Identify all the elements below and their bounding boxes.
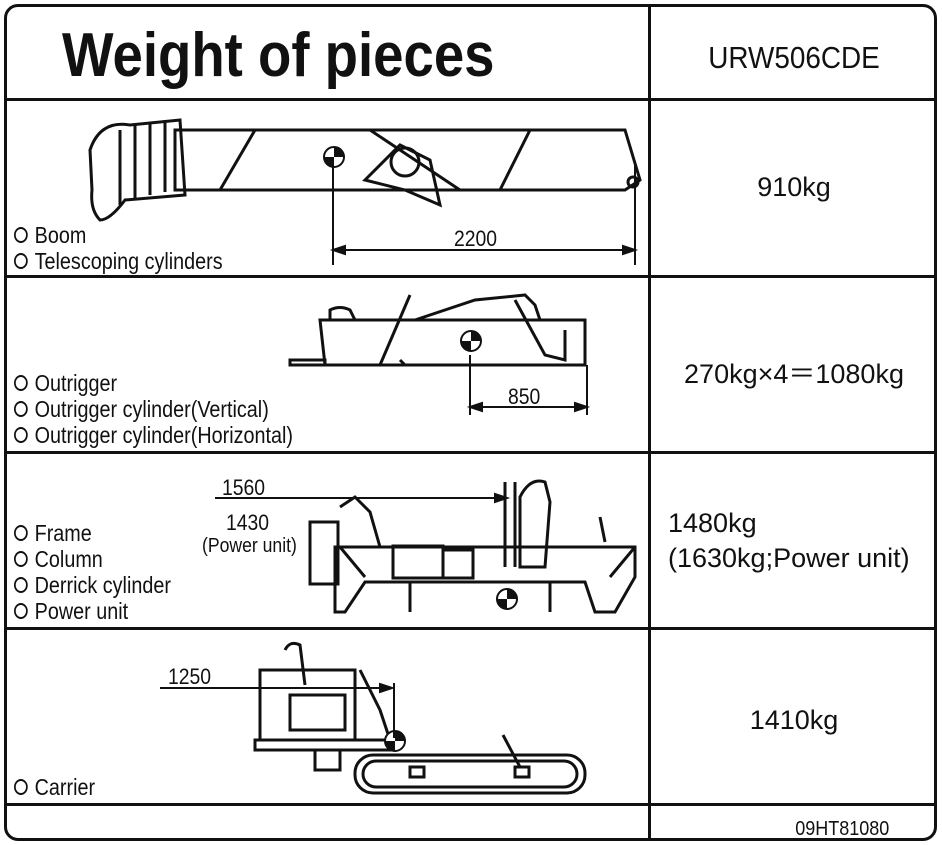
boom-weight: 910kg [757, 172, 831, 202]
list-item: Column [14, 546, 171, 572]
boom-diagram [88, 118, 642, 222]
list-item: Carrier [14, 774, 95, 800]
circle-bullet-icon [14, 779, 28, 795]
circle-bullet-icon [14, 577, 28, 593]
outrigger-dimension: 850 [508, 384, 541, 409]
circle-bullet-icon [14, 525, 28, 541]
center-of-gravity-icon [496, 588, 518, 610]
carrier-dimension-line [160, 682, 396, 738]
row-divider [4, 803, 937, 806]
frame-dimension-lines [215, 492, 511, 504]
list-item: Outrigger cylinder(Vertical) [14, 396, 293, 422]
frame-diagram [308, 479, 637, 614]
boom-parts-list: Boom Telescoping cylinders [14, 222, 223, 274]
row-divider [4, 627, 937, 630]
model-number: URW506CDE [708, 40, 880, 75]
list-item: Boom [14, 222, 223, 248]
chart-title: Weight of pieces [62, 21, 495, 90]
carrier-weight: 1410kg [749, 705, 839, 735]
list-item: Outrigger cylinder(Horizontal) [14, 422, 293, 448]
list-item: Power unit [14, 598, 171, 624]
circle-bullet-icon [14, 253, 28, 269]
boom-dimension-line [329, 165, 639, 265]
carrier-dimension: 1250 [168, 664, 212, 689]
circle-bullet-icon [14, 227, 28, 243]
circle-bullet-icon [14, 401, 28, 417]
circle-bullet-icon [14, 603, 28, 619]
frame-weight: 1480kg [668, 508, 757, 538]
outrigger-weight: 270kg×4＝1080kg [684, 359, 904, 389]
list-item: Telescoping cylinders [14, 248, 223, 274]
frame-dimension-1: 1560 [222, 475, 266, 500]
document-code: 09HT81080 [795, 818, 890, 840]
weight-chart-frame [4, 4, 937, 841]
frame-dimension-2-note: (Power unit) [202, 535, 297, 557]
boom-dimension: 2200 [454, 226, 498, 251]
row-divider [4, 451, 937, 454]
column-divider [648, 4, 651, 841]
circle-bullet-icon [14, 551, 28, 567]
row-divider [4, 275, 937, 278]
outrigger-dimension-line [466, 355, 591, 415]
frame-weight-note: (1630kg;Power unit) [668, 543, 910, 573]
frame-dimension-2: 1430 [226, 510, 270, 535]
outrigger-parts-list: Outrigger Outrigger cylinder(Vertical) O… [14, 370, 293, 448]
carrier-parts-list: Carrier [14, 774, 95, 800]
list-item: Outrigger [14, 370, 293, 396]
row-divider [4, 98, 937, 101]
outrigger-diagram [288, 293, 587, 367]
list-item: Frame [14, 520, 171, 546]
circle-bullet-icon [14, 375, 28, 391]
center-of-gravity-icon [460, 330, 482, 352]
list-item: Derrick cylinder [14, 572, 171, 598]
circle-bullet-icon [14, 427, 28, 443]
frame-parts-list: Frame Column Derrick cylinder Power unit [14, 520, 171, 624]
